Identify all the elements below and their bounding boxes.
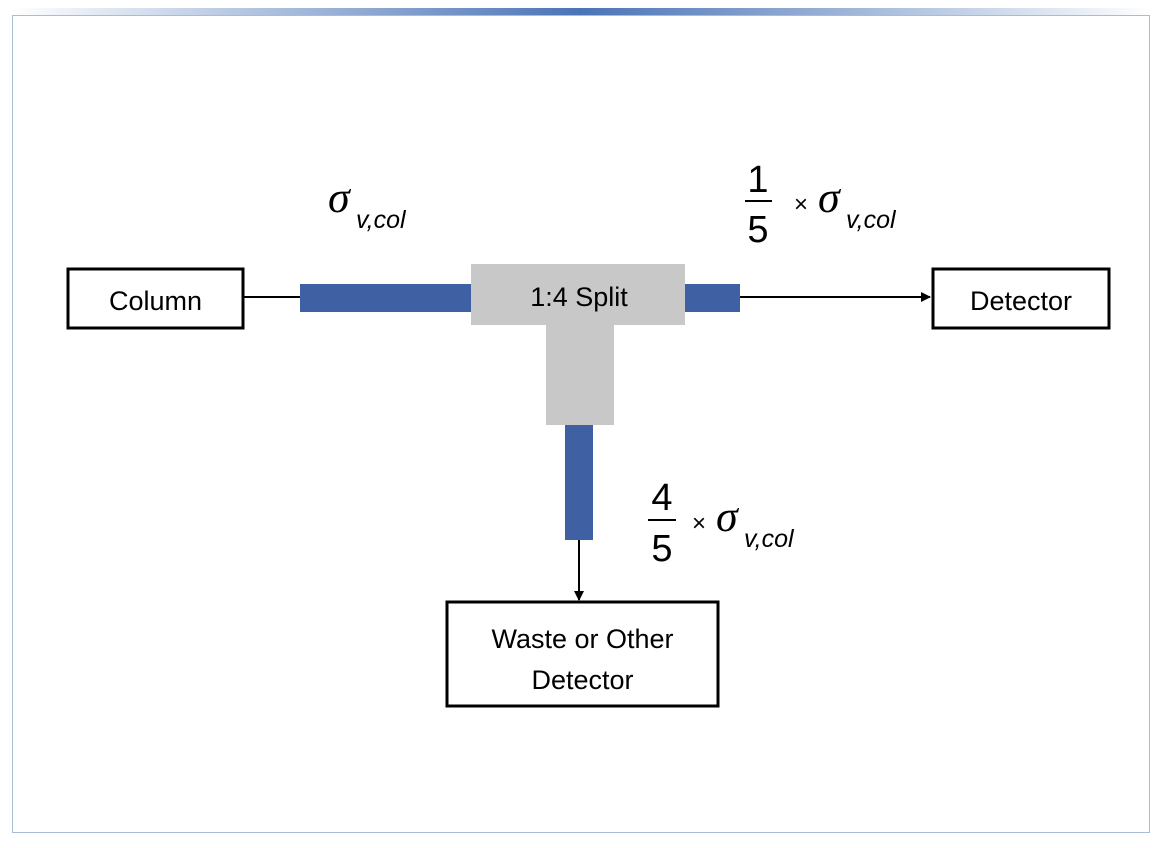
splitter-top [471,264,685,325]
waste-times: × [692,510,706,537]
waste-box [445,600,720,708]
column-label: Column [109,286,202,316]
detector-subscript: v,col [846,206,897,234]
column-box [66,267,245,330]
splitter-label: 1:4 Split [530,282,628,312]
detector-fraction-denominator: 5 [747,209,768,251]
waste-sigma: σ [716,492,740,541]
figure-frame [12,15,1150,833]
detector-tubing [683,284,740,312]
detector-label: Detector [970,286,1072,316]
waste-subscript: v,col [744,525,795,553]
inlet-subscript: v,col [356,206,407,234]
splitter-stem [546,324,614,425]
waste-fraction-numerator: 4 [651,477,672,519]
waste-fraction-denominator: 5 [651,528,672,570]
detector-sigma: σ [818,173,842,222]
waste-tubing [565,424,593,540]
top-accent-bar [10,8,1152,15]
waste-label-line1: Waste or Other [491,624,673,654]
detector-branch-formula: 1 5 × σ v,col [745,159,897,251]
detector-fraction-numerator: 1 [747,159,768,201]
inlet-sigma: σ [328,173,352,222]
inlet-tubing [300,284,474,312]
detector-box [931,267,1111,330]
waste-label-line2: Detector [531,665,633,695]
inlet-formula: σ v,col [328,173,407,234]
waste-branch-formula: 4 5 × σ v,col [648,477,795,570]
detector-times: × [794,191,808,218]
